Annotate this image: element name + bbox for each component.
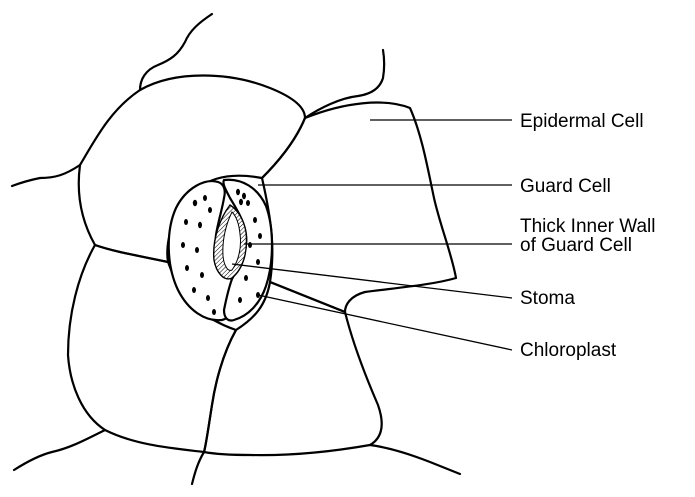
chloroplast-dot [246,200,250,206]
guard-cells [169,180,272,321]
chloroplast-dot [253,217,257,223]
chloroplast-dot [212,309,216,315]
wall-extension [192,452,204,484]
chloroplast-dot [184,219,188,225]
label-guard-cell: Guard Cell [520,176,611,197]
wall-extension [370,445,460,474]
chloroplast-dot [195,247,199,253]
epidermal-cell-top-right [262,103,456,312]
chloroplast-dot [198,222,202,228]
wall-extension [14,430,105,470]
chloroplast-dot [193,200,197,206]
wall-extension [12,165,80,186]
chloroplast-dot [185,265,189,271]
chloroplast-dot [256,259,260,265]
label-thick-inner-wall-line2: of Guard Cell [520,235,632,256]
chloroplast-dot [192,287,196,293]
chloroplast-dot [236,189,240,195]
wall-extension [305,50,384,118]
leader-chloroplast [258,295,512,350]
chloroplast-dot [242,193,246,199]
label-chloroplast: Chloroplast [520,340,617,361]
chloroplast-dot [203,195,207,201]
label-thick-inner-wall-line1: Thick Inner Wall [520,216,656,237]
chloroplast-dot [258,233,262,239]
chloroplast-dot [181,242,185,248]
chloroplast-dot [200,272,204,278]
labels: Epidermal Cell Guard Cell Thick Inner Wa… [520,111,656,361]
chloroplast-dot [208,207,212,213]
label-epidermal-cell: Epidermal Cell [520,111,644,132]
chloroplast-dot [238,297,242,303]
chloroplast-dot [248,242,252,248]
leader-stoma [232,264,512,298]
chloroplast-dot [239,199,243,205]
label-stoma: Stoma [520,288,575,309]
leader-lines [232,120,512,350]
chloroplast-dot [244,275,248,281]
chloroplast-dot [206,295,210,301]
